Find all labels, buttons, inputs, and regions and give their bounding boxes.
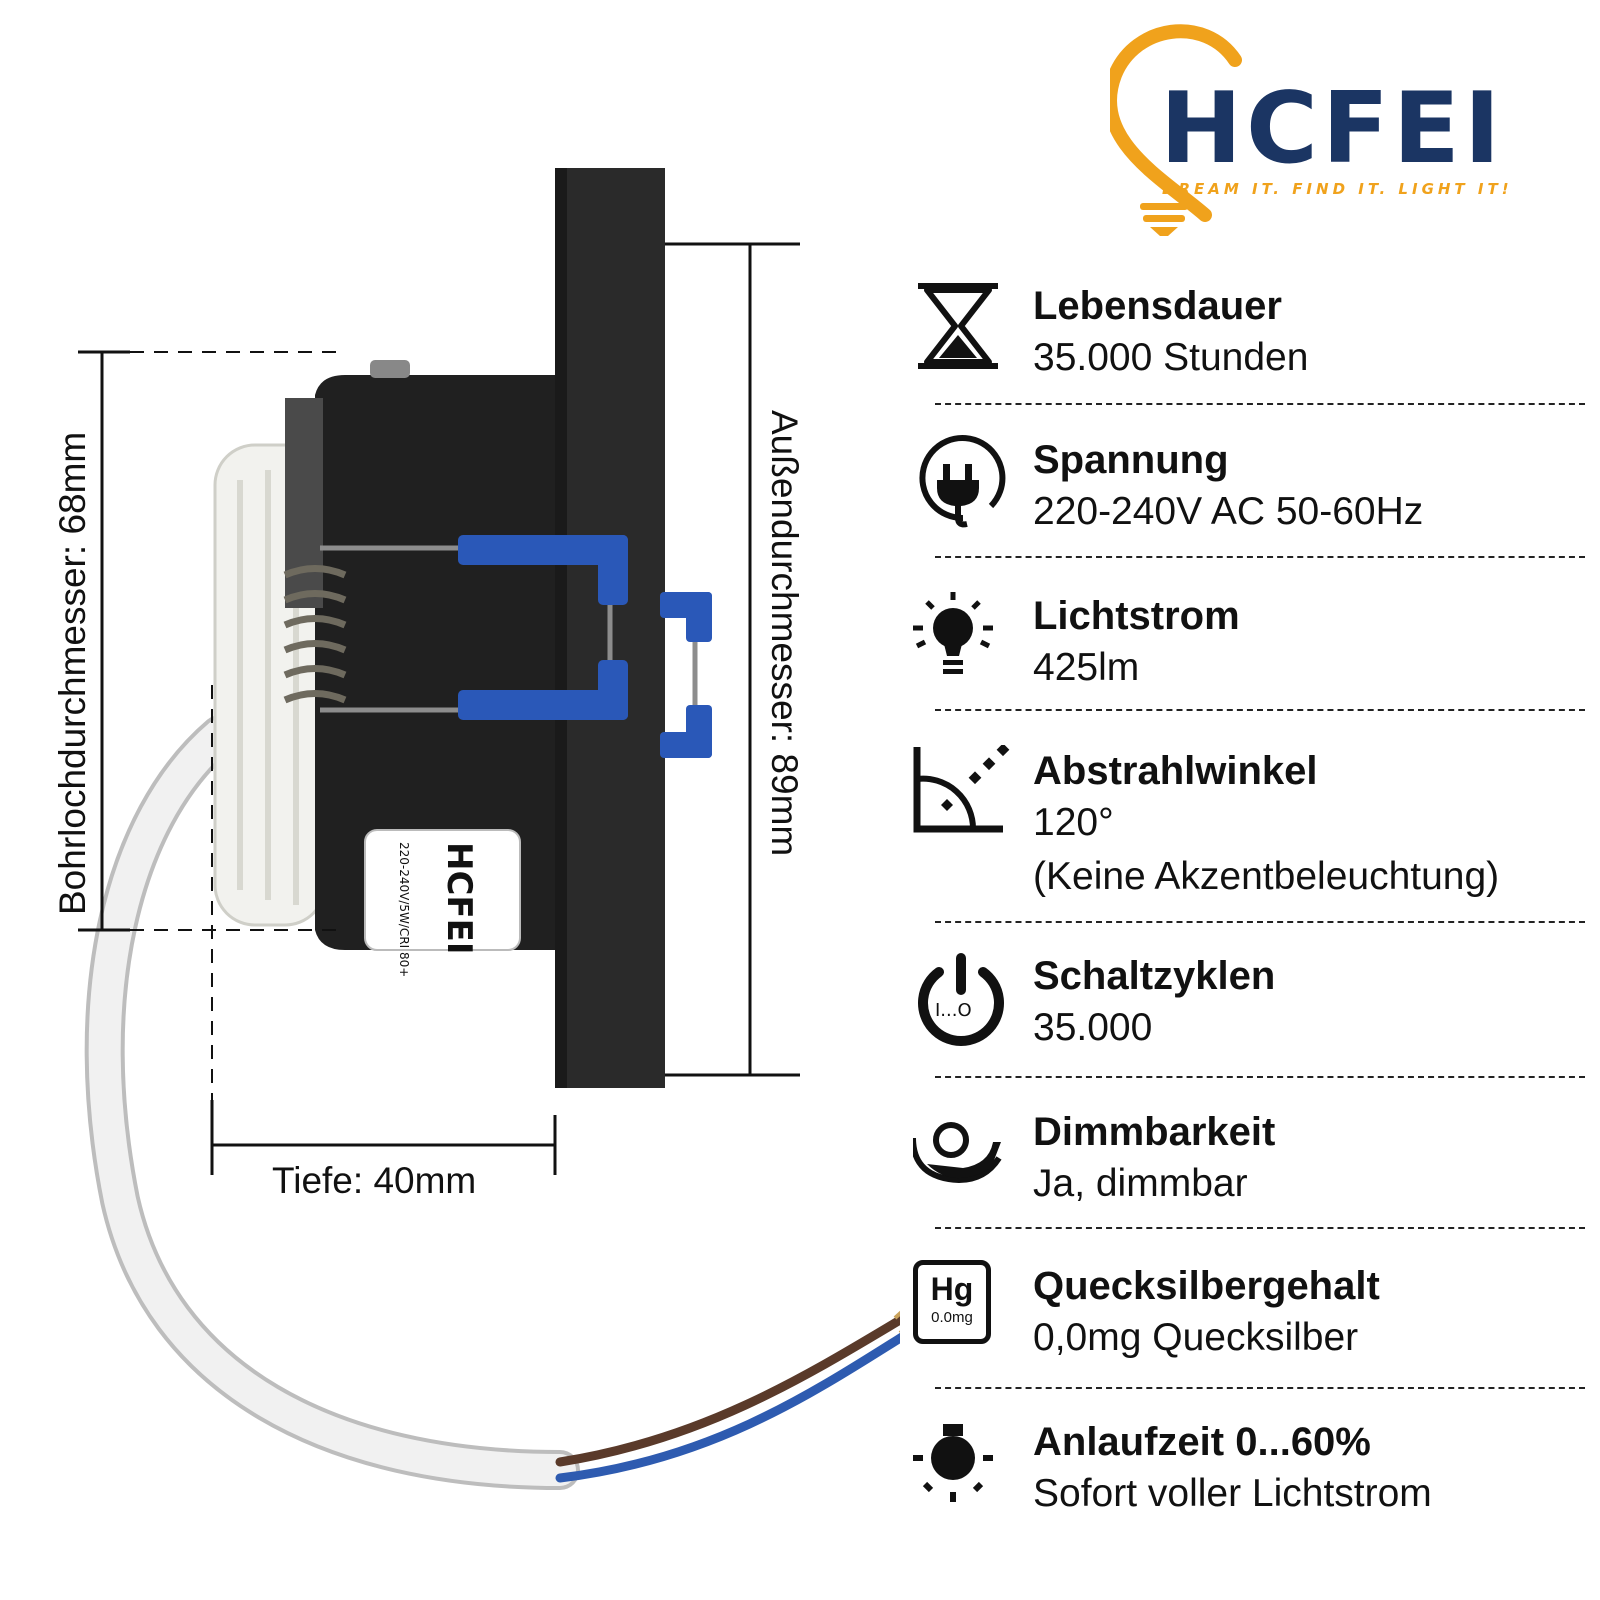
product-label: HCFEI 220-240V/5W/CRI 80+ <box>364 829 521 977</box>
brand-name: HCFEI <box>1160 72 1505 186</box>
spec-title: Dimmbarkeit <box>1033 1110 1276 1154</box>
divider <box>935 921 1585 923</box>
spec-value: 425lm <box>1033 646 1140 689</box>
spec-title: Spannung <box>1033 438 1229 482</box>
spec-title: Schaltzyklen <box>1033 954 1276 998</box>
spec-title: Lebensdauer <box>1033 284 1282 328</box>
brown-wire <box>555 1315 900 1467</box>
blue-mounting-clip <box>458 535 712 758</box>
lightbulb-logo-icon <box>1110 24 1242 236</box>
divider <box>935 403 1585 405</box>
product-side-view: HCFEI 220-240V/5W/CRI 80+ <box>78 168 900 1490</box>
spec-title: Quecksilbergehalt <box>1033 1264 1380 1308</box>
label-brand: HCFEI <box>439 842 479 955</box>
mounting-spring <box>283 565 347 704</box>
mercury-amount: 0.0mg <box>931 1309 973 1326</box>
spec-title: Anlaufzeit 0...60% <box>1033 1420 1371 1464</box>
housing-body <box>315 375 570 950</box>
spec-title: Abstrahlwinkel <box>1033 749 1318 793</box>
brand-logo: HCFEI DREAM IT. FIND IT. LIGHT IT! <box>1110 20 1590 240</box>
label-spec: 220-240V/5W/CRI 80+ <box>397 842 411 977</box>
spec-value-note: (Keine Akzentbeleuchtung) <box>1033 855 1500 898</box>
power-icon: I...O <box>918 953 1004 1046</box>
lightbulb-icon <box>913 592 993 674</box>
dimmer-icon <box>913 1122 1002 1184</box>
drill-hole-label: Bohrlochdurchmesser: 68mm <box>52 431 93 915</box>
divider <box>935 556 1585 558</box>
spec-value: Sofort voller Lichtstrom <box>1033 1472 1432 1515</box>
bulb-start-icon <box>913 1424 993 1502</box>
drill-hole-dimension <box>78 350 340 932</box>
svg-text:I...O: I...O <box>935 1000 972 1021</box>
depth-dimension <box>210 685 557 1175</box>
mercury-icon: Hg 0.0mg <box>913 1260 991 1344</box>
divider <box>935 1387 1585 1389</box>
depth-label: Tiefe: 40mm <box>272 1160 477 1201</box>
divider <box>935 1227 1585 1229</box>
outer-diameter-dimension <box>665 242 800 1077</box>
mercury-symbol: Hg <box>930 1271 974 1307</box>
angle-icon <box>913 745 1010 833</box>
spec-value: 0,0mg Quecksilber <box>1033 1316 1359 1359</box>
plug-icon <box>919 435 1006 528</box>
spec-value: 35.000 <box>1033 1006 1153 1049</box>
divider <box>935 709 1585 711</box>
spec-title: Lichtstrom <box>1033 594 1240 638</box>
brand-slogan: DREAM IT. FIND IT. LIGHT IT! <box>1162 180 1513 198</box>
blue-wire <box>555 1332 900 1483</box>
hourglass-icon <box>918 283 998 369</box>
divider <box>935 1076 1585 1078</box>
spec-value: 220-240V AC 50-60Hz <box>1033 490 1424 533</box>
spec-value: 35.000 Stunden <box>1033 336 1309 379</box>
spec-value: Ja, dimmbar <box>1033 1162 1248 1205</box>
outer-diameter-label: Außendurchmesser: 89mm <box>764 410 805 857</box>
spec-value: 120° <box>1033 801 1114 844</box>
